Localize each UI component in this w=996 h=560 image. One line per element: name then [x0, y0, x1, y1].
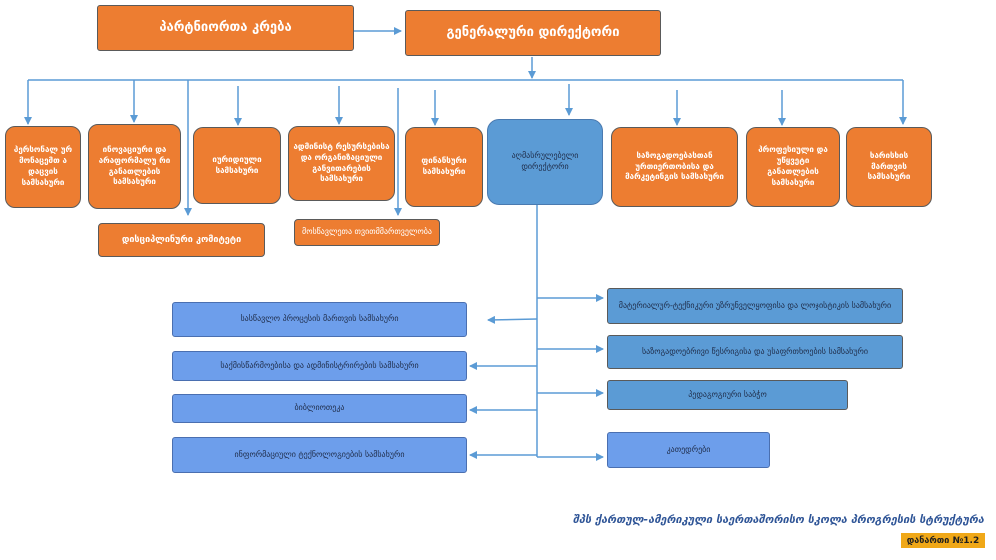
legal-service-box: იურიდიული სამსახური [193, 127, 281, 204]
public-order-safety-box: საზოგადოებრივი წესრიგისა და უსაფრთხოების… [607, 335, 903, 369]
disciplinary-committee-box: დისციპლინური კომიტეტი [98, 223, 265, 257]
general-director-box: გენერალური დირექტორი [405, 10, 661, 56]
material-logistics-box: მატერიალურ-ტექნიკური უზრუნველყოფისა და ლ… [607, 288, 903, 324]
student-self-government-box: მოსწავლეთა თვითმმართველობა [294, 219, 440, 246]
teaching-process-box: სასწავლო პროცესის მართვის სამსახური [172, 302, 467, 337]
quality-management-box: ხარისხის მართვის სამსახური [846, 127, 932, 207]
appendix-label: დანართი №1.2 [901, 533, 985, 548]
innovation-education-box: ინოვაციური და არაფორმალუ რი განათლების ს… [88, 124, 181, 209]
departments-box: კათედრები [607, 432, 770, 468]
personnel-data-protection-box: პერსონალ ურ მონაცემთ ა დაცვის სამსახური [5, 126, 81, 208]
chart-title: შპს ქართულ-ამერიკული საერთაშორისო სკოლა … [572, 513, 984, 526]
professional-education-box: პროფესიული და უწყვეტი განათლების სამსახუ… [746, 127, 840, 207]
it-service-box: ინფორმაციული ტექნოლოგიების სამსახური [172, 437, 467, 473]
library-box: ბიბლიოთეკა [172, 394, 467, 423]
public-relations-box: საზოგადოებასთან ურთიერთობისა და მარკეტინ… [611, 127, 738, 207]
finance-service-box: ფინანსური სამსახური [405, 127, 483, 207]
partners-meeting-box: პარტნიორთა კრება [97, 5, 354, 51]
records-admin-box: საქმისწარმოებისა და ადმინისტრირების სამს… [172, 351, 467, 381]
executive-director-box: აღმასრულებელი დირექტორი [487, 119, 603, 205]
pedagogical-council-box: პედაგოგიური საბჭო [607, 380, 848, 410]
admin-resources-box: ადმინისტ რესურსებისა და ორგანიზაციული გა… [288, 126, 395, 201]
